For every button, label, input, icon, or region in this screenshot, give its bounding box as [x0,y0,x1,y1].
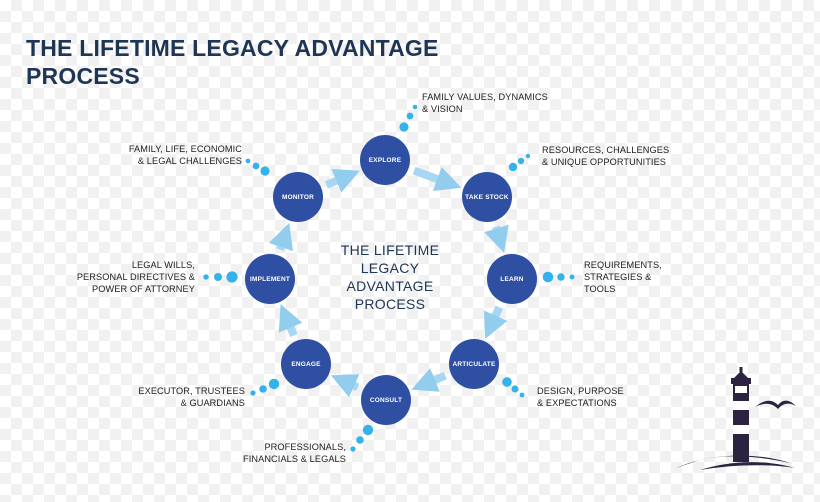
dot-explore-0 [399,122,409,132]
annotation-take-stock: RESOURCES, CHALLENGES & UNIQUE OPPORTUNIT… [542,145,669,167]
annotation-learn-line-2: TOOLS [584,284,615,294]
annotation-explore: FAMILY VALUES, DYNAMICS & VISION [422,92,548,114]
annotation-dots [203,104,575,452]
page-title: THE LIFETIME LEGACY ADVANTAGE PROCESS [26,34,439,90]
dot-learn-0 [542,271,554,283]
annotation-take-stock-line-1: & UNIQUE OPPORTUNITIES [542,157,666,167]
step-circle-consult[interactable] [361,375,411,425]
arrow-articulate-to-consult [411,368,447,392]
step-label-learn: LEARN [500,276,523,283]
step-label-consult: CONSULT [370,397,402,404]
process-steps: EXPLORE TAKE STOCK LEARN ARTICULATE CONSULT E… [245,135,537,425]
step-circle-engage[interactable] [281,339,331,389]
center-title-line-3: ADVANTAGE [347,278,434,294]
dot-articulate-2 [519,392,525,398]
dot-implement-0 [226,271,238,283]
dot-articulate-1 [511,385,519,393]
dot-monitor-2 [245,158,251,164]
dot-monitor-1 [252,162,260,170]
step-label-engage: ENGAGE [291,361,321,368]
step-articulate[interactable]: ARTICULATE [449,339,499,389]
step-circle-learn[interactable] [487,254,537,304]
annotation-implement-line-0: LEGAL WILLS, [132,260,195,270]
annotation-explore-line-1: & VISION [422,104,463,114]
step-label-monitor: MONITOR [282,194,314,201]
arrow-monitor-to-explore [324,168,360,193]
step-consult[interactable]: CONSULT [361,375,411,425]
dot-explore-1 [406,112,414,120]
center-title-line-2: LEGACY [361,260,420,276]
step-implement[interactable]: IMPLEMENT [245,254,295,304]
arrow-consult-to-engage [330,374,360,398]
annotation-learn-line-0: REQUIREMENTS, [584,260,662,270]
center-title: THE LIFETIME LEGACY ADVANTAGE PROCESS [341,242,440,312]
step-label-take-stock: TAKE STOCK [465,194,509,201]
annotation-engage-line-0: EXECUTOR, TRUSTEES [138,386,245,396]
step-learn[interactable]: LEARN [487,254,537,304]
step-circle-take-stock[interactable] [462,172,512,222]
dot-consult-2 [350,446,356,452]
arrow-engage-to-implement [278,304,303,338]
lighthouse-icon [676,367,796,470]
dot-learn-2 [569,274,575,280]
dot-engage-2 [250,390,256,396]
arrow-implement-to-monitor [268,222,294,252]
step-circle-articulate[interactable] [449,339,499,389]
annotation-monitor-line-0: FAMILY, LIFE, ECONOMIC [129,144,242,154]
annotation-learn: REQUIREMENTS, STRATEGIES & TOOLS [584,260,662,294]
annotation-consult-line-0: PROFESSIONALS, [264,442,346,452]
annotation-implement: LEGAL WILLS, PERSONAL DIRECTIVES & POWER O… [77,260,195,294]
dot-take-stock-2 [525,153,531,159]
dot-engage-1 [259,385,267,393]
arrow-learn-to-articulate [483,305,508,340]
annotation-engage-line-1: & GUARDIANS [181,398,245,408]
dot-take-stock-0 [508,162,518,172]
step-circle-monitor[interactable] [273,172,323,222]
dot-implement-1 [214,273,222,281]
dot-articulate-0 [502,377,512,387]
annotation-learn-line-1: STRATEGIES & [584,272,651,282]
annotation-articulate-line-0: DESIGN, PURPOSE [537,386,624,396]
step-label-explore: EXPLORE [369,157,402,164]
step-engage[interactable]: ENGAGE [281,339,331,389]
annotation-take-stock-line-0: RESOURCES, CHALLENGES [542,145,669,155]
step-annotations: FAMILY VALUES, DYNAMICS & VISION RESOURCES… [77,92,669,464]
center-title-line-1: THE LIFETIME [341,242,440,258]
dot-consult-1 [356,436,364,444]
cycle-arrows [268,166,509,398]
step-label-implement: IMPLEMENT [250,276,290,283]
page-title-line-1: THE LIFETIME LEGACY ADVANTAGE [26,35,439,61]
dot-consult-0 [362,424,374,436]
dot-take-stock-1 [517,157,525,165]
step-circle-implement[interactable] [245,254,295,304]
dot-explore-2 [412,104,418,110]
annotation-implement-line-1: PERSONAL DIRECTIVES & [77,272,195,282]
annotation-consult-line-1: FINANCIALS & LEGALS [243,454,346,464]
dot-learn-1 [557,273,565,281]
step-take-stock[interactable]: TAKE STOCK [462,172,512,222]
dot-monitor-0 [260,166,270,176]
dot-engage-0 [268,378,280,390]
arrow-take-stock-to-learn [484,224,509,253]
annotation-explore-line-0: FAMILY VALUES, DYNAMICS [422,92,548,102]
annotation-monitor: FAMILY, LIFE, ECONOMIC & LEGAL CHALLENGES [129,144,242,166]
annotation-implement-line-2: POWER OF ATTORNEY [92,284,195,294]
step-explore[interactable]: EXPLORE [360,135,410,185]
annotation-articulate: DESIGN, PURPOSE & EXPECTATIONS [537,386,624,408]
step-monitor[interactable]: MONITOR [273,172,323,222]
arrow-explore-to-take-stock [412,166,462,192]
center-title-line-4: PROCESS [355,296,426,312]
step-circle-explore[interactable] [360,135,410,185]
annotation-engage: EXECUTOR, TRUSTEES & GUARDIANS [138,386,245,408]
annotation-monitor-line-1: & LEGAL CHALLENGES [138,156,242,166]
annotation-articulate-line-1: & EXPECTATIONS [537,398,617,408]
annotation-consult: PROFESSIONALS, FINANCIALS & LEGALS [243,442,346,464]
step-label-articulate: ARTICULATE [452,361,496,368]
page-title-line-2: PROCESS [26,63,140,89]
dot-implement-2 [203,274,209,280]
